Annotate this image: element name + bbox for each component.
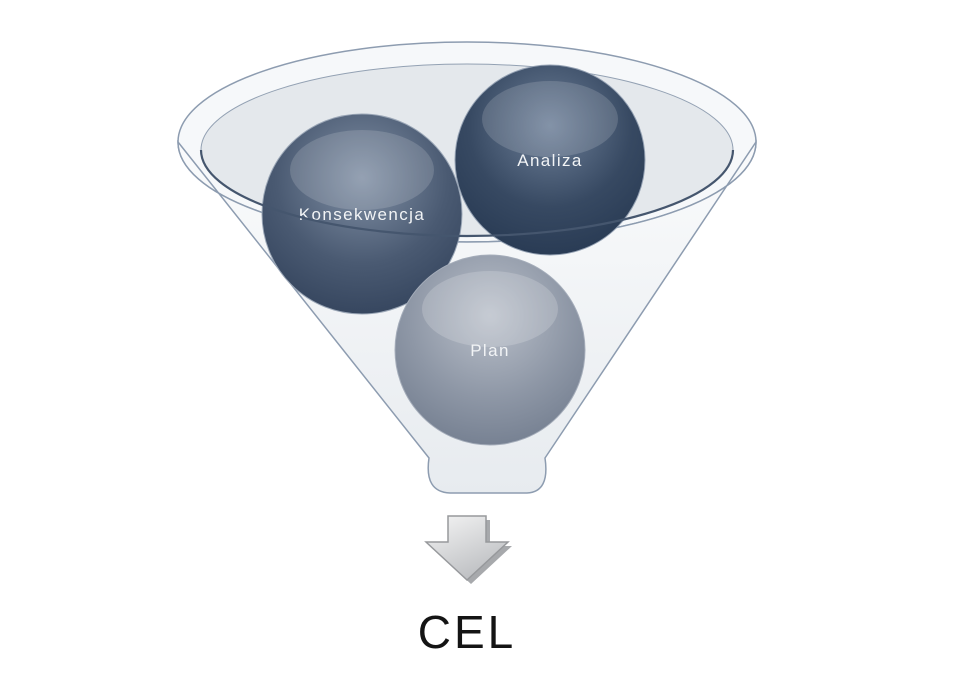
bubble-plan-shine xyxy=(422,271,558,347)
down-arrow-icon xyxy=(424,515,512,584)
bubble-konsekwencja-shine xyxy=(290,130,434,210)
down-arrow-face xyxy=(424,515,510,582)
cel-label: CEL xyxy=(418,606,516,658)
bubble-konsekwencja-circle xyxy=(261,113,463,315)
bubble-analiza-label: Analiza xyxy=(517,151,583,170)
bubble-konsekwencja-label: Konsekwencja xyxy=(299,205,425,224)
bubble-konsekwencja: Konsekwencja xyxy=(261,113,463,315)
bubble-analiza-circle xyxy=(454,64,646,256)
bubble-analiza: Analiza xyxy=(454,64,646,256)
bubble-plan-label: Plan xyxy=(470,341,510,360)
funnel-front-rim xyxy=(199,149,735,238)
bubble-plan-circle xyxy=(394,254,586,446)
bubble-analiza-shine xyxy=(482,81,618,157)
bubble-plan: Plan xyxy=(394,254,586,446)
